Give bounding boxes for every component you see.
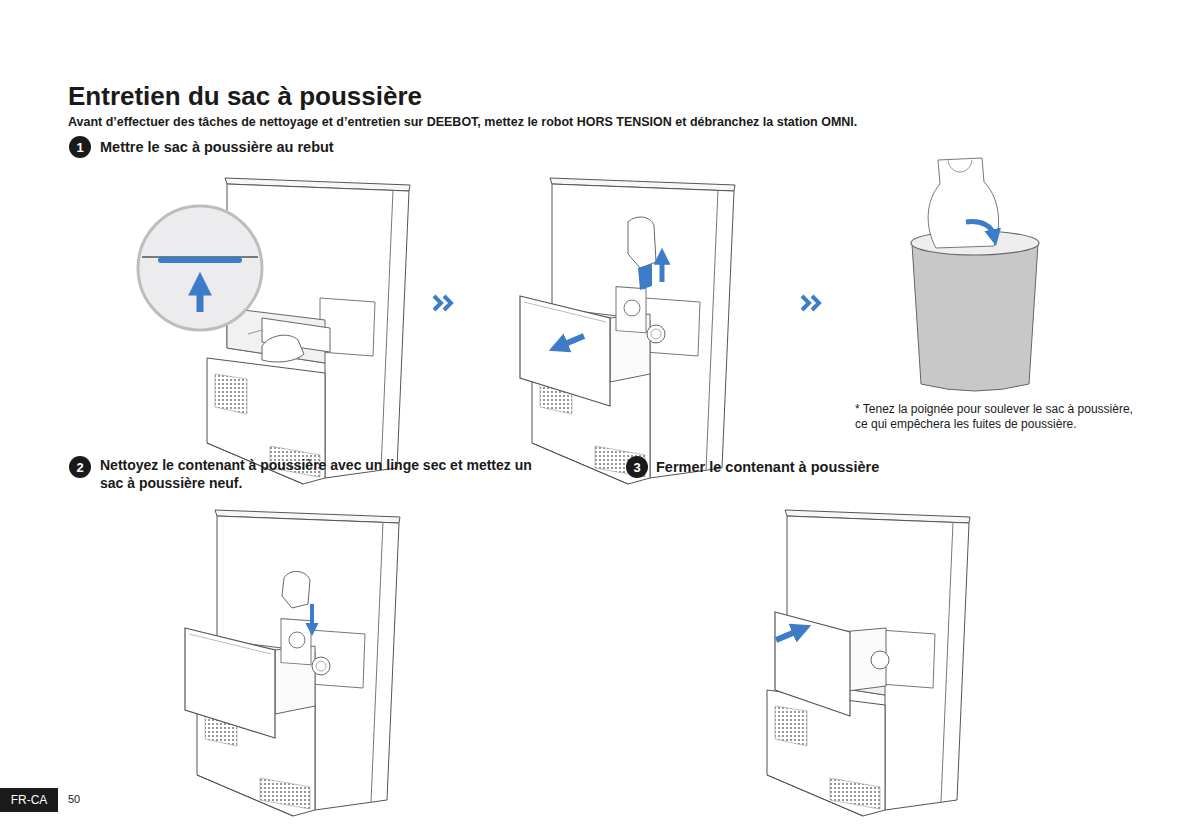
blue-arrow <box>560 336 584 346</box>
trash-can <box>912 244 1038 391</box>
safety-note: Avant d’effectuer des tâches de nettoyag… <box>68 115 857 131</box>
bag-handle <box>638 264 652 290</box>
hand <box>262 335 304 362</box>
step-number: 1 <box>69 136 91 158</box>
drawer-closing <box>775 612 850 716</box>
language-tag: FR-CA <box>0 788 58 812</box>
page-number: 50 <box>68 793 80 807</box>
blue-arrow <box>776 630 800 640</box>
blue-arrow <box>310 604 314 628</box>
step-heading: Mettre le sac à poussière au rebut <box>100 138 334 156</box>
blue-arrow <box>966 222 994 236</box>
step-heading: Fermer le contenant à poussière <box>656 458 879 476</box>
step-number: 3 <box>626 456 648 478</box>
knob <box>871 651 889 669</box>
hand <box>628 217 656 268</box>
footnote: * Tenez la poignée pour soulever le sac … <box>855 402 1133 432</box>
dust-bag <box>928 158 998 248</box>
step-number-text: 2 <box>76 461 83 474</box>
page-title: Entretien du sac à poussière <box>68 80 422 113</box>
step-heading: Nettoyez le contenant à poussière avec u… <box>100 457 540 492</box>
hand <box>282 571 310 608</box>
step-number-text: 3 <box>633 461 640 474</box>
drawer-open <box>185 619 330 738</box>
blue-button <box>158 257 242 263</box>
chevron <box>434 296 451 310</box>
station-drawing <box>767 510 970 816</box>
step-number-text: 1 <box>76 141 83 154</box>
drawer-open <box>520 287 665 406</box>
blue-arrow <box>197 286 204 312</box>
blue-arrow <box>660 258 665 282</box>
zoom-circle <box>138 206 262 330</box>
chevron <box>802 296 819 310</box>
leader-line <box>248 330 262 334</box>
step-number: 2 <box>69 456 91 478</box>
bag-hand <box>948 160 972 172</box>
tag-text: FR-CA <box>11 794 48 806</box>
